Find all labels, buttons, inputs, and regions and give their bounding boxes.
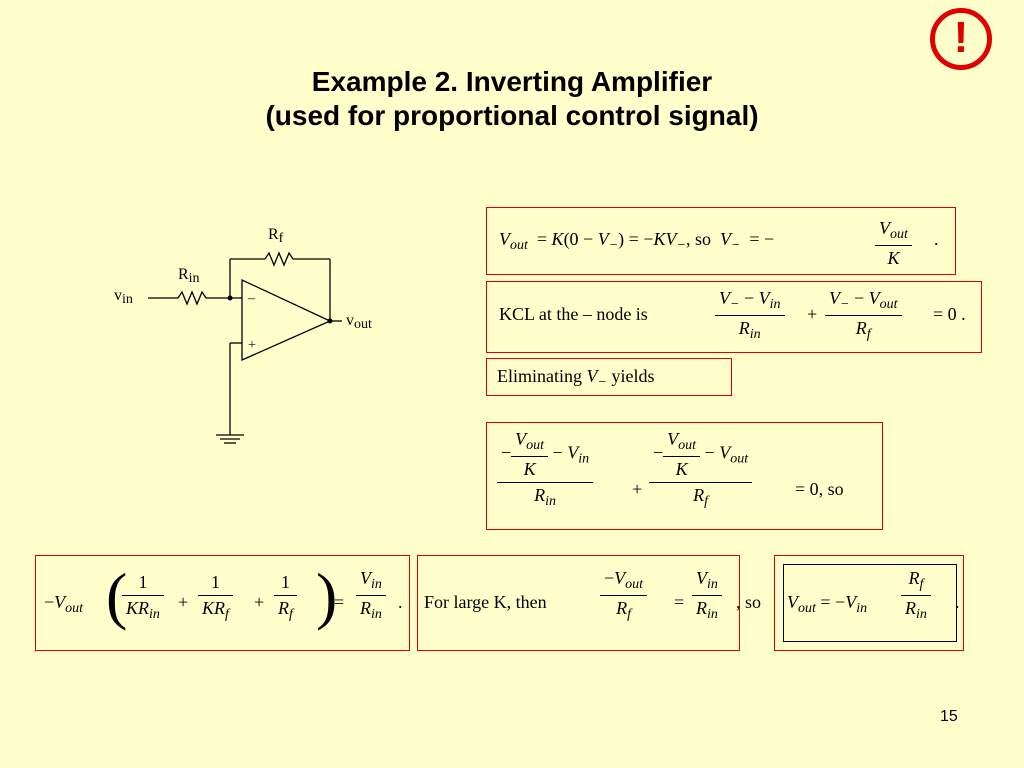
equation-box-1: Vout = K(0 − V−) = −KV−, so V− = − Vout … bbox=[486, 207, 956, 275]
equation-box-5: −Vout ( 1 KRin + 1 KRf + 1 Rf ) = Vin Ri… bbox=[35, 555, 410, 651]
rin-label: Rin bbox=[178, 266, 200, 286]
vout-label: vout bbox=[346, 312, 372, 332]
inverting-amplifier-circuit: Rf Rin vin vout – + bbox=[114, 226, 372, 444]
vin-label: vin bbox=[114, 287, 133, 307]
eq1-so-text: , so bbox=[685, 229, 711, 249]
eq6-so-text: , so bbox=[736, 592, 762, 612]
alert-icon: ! bbox=[930, 8, 992, 70]
result-frame bbox=[783, 564, 957, 642]
equation-box-6: For large K, then −Vout Rf = Vin Rin , s… bbox=[417, 555, 761, 651]
equation-box-2: KCL at the – node is V− − Vin Rin + V− −… bbox=[486, 281, 982, 353]
equation-box-3: Eliminating V− yields bbox=[486, 358, 732, 396]
large-k-label: For large K, then bbox=[424, 592, 547, 612]
eq4-so-text: , so bbox=[818, 479, 844, 499]
minus-input-label: – bbox=[247, 291, 256, 306]
page-subtitle: (used for proportional control signal) bbox=[265, 100, 759, 131]
equation-box-7: Vout = −Vin Rf Rin . bbox=[774, 555, 964, 651]
rf-label: Rf bbox=[268, 226, 284, 246]
page-title: Example 2. Inverting Amplifier bbox=[311, 66, 713, 97]
eliminating-label: Eliminating bbox=[497, 366, 582, 386]
yields-label: yields bbox=[611, 366, 655, 386]
page-number: 15 bbox=[940, 708, 958, 725]
plus-input-label: + bbox=[248, 338, 256, 353]
kcl-label: KCL at the – node is bbox=[499, 304, 648, 324]
